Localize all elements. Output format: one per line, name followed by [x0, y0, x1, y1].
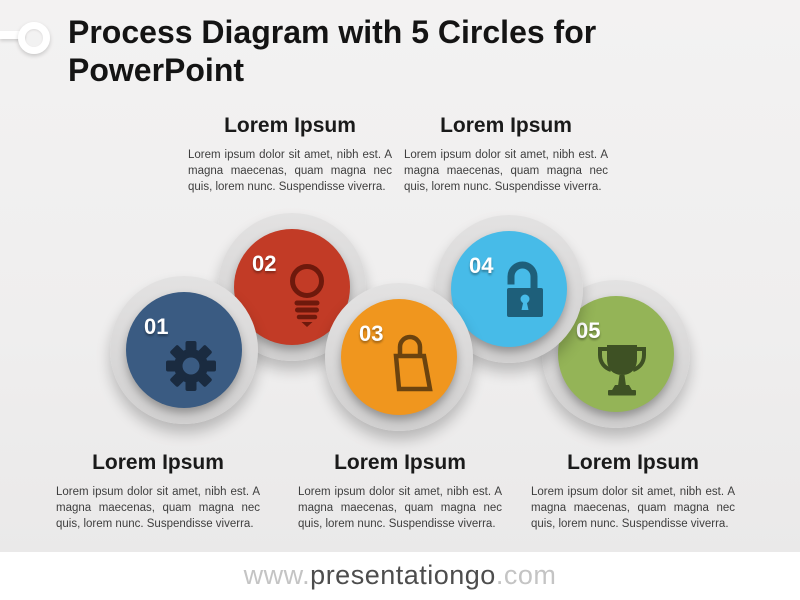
step-4-circle: 04 — [451, 231, 567, 347]
text-block-bottom-1: Lorem Ipsum Lorem ipsum dolor sit amet, … — [56, 450, 260, 532]
process-step-1: 01 — [110, 276, 258, 424]
text-block-heading: Lorem Ipsum — [92, 451, 224, 474]
page-title: Process Diagram with 5 Circles for Power… — [68, 13, 768, 89]
footer-url-name: presentationgo — [310, 560, 496, 590]
text-block-bottom-2: Lorem Ipsum Lorem ipsum dolor sit amet, … — [298, 450, 502, 532]
text-block-bottom-3: Lorem Ipsum Lorem ipsum dolor sit amet, … — [531, 450, 735, 532]
step-1-circle: 01 — [126, 292, 242, 408]
step-number: 03 — [359, 321, 384, 346]
step-number: 01 — [144, 314, 169, 339]
shopping-bag-icon — [393, 334, 433, 392]
text-block-body: Lorem ipsum dolor sit amet, nibh est. A … — [531, 486, 735, 530]
process-step-3: 03 — [325, 283, 473, 431]
step-number: 04 — [469, 253, 494, 278]
page-title-line-2: PowerPoint — [68, 52, 245, 88]
text-block-top-2: Lorem Ipsum Lorem ipsum dolor sit amet, … — [404, 113, 608, 195]
open-padlock-icon — [507, 261, 543, 317]
text-block-top-1: Lorem Ipsum Lorem ipsum dolor sit amet, … — [188, 113, 392, 195]
text-block-heading: Lorem Ipsum — [224, 114, 356, 137]
text-block-body: Lorem ipsum dolor sit amet, nibh est. A … — [298, 486, 502, 530]
step-number: 05 — [576, 318, 601, 343]
ring-ornament-icon — [18, 22, 50, 54]
footer-url-suffix: .com — [495, 560, 557, 590]
text-block-body: Lorem ipsum dolor sit amet, nibh est. A … — [404, 149, 608, 193]
text-block-heading: Lorem Ipsum — [567, 451, 699, 474]
text-block-body: Lorem ipsum dolor sit amet, nibh est. A … — [56, 486, 260, 530]
trophy-icon — [598, 345, 646, 396]
footer-url-prefix: www. — [243, 560, 311, 590]
text-block-heading: Lorem Ipsum — [334, 451, 466, 474]
gear-icon — [166, 341, 216, 391]
ornament-stem — [0, 31, 25, 39]
step-number: 02 — [252, 251, 277, 276]
text-block-heading: Lorem Ipsum — [440, 114, 572, 137]
page-title-line-1: Process Diagram with 5 Circles for — [68, 14, 597, 50]
lightbulb-icon — [290, 264, 324, 327]
text-block-body: Lorem ipsum dolor sit amet, nibh est. A … — [188, 149, 392, 193]
process-step-4: 04 — [435, 215, 583, 363]
step-3-circle: 03 — [341, 299, 457, 415]
footer-watermark: www.presentationgo.com — [0, 552, 800, 600]
